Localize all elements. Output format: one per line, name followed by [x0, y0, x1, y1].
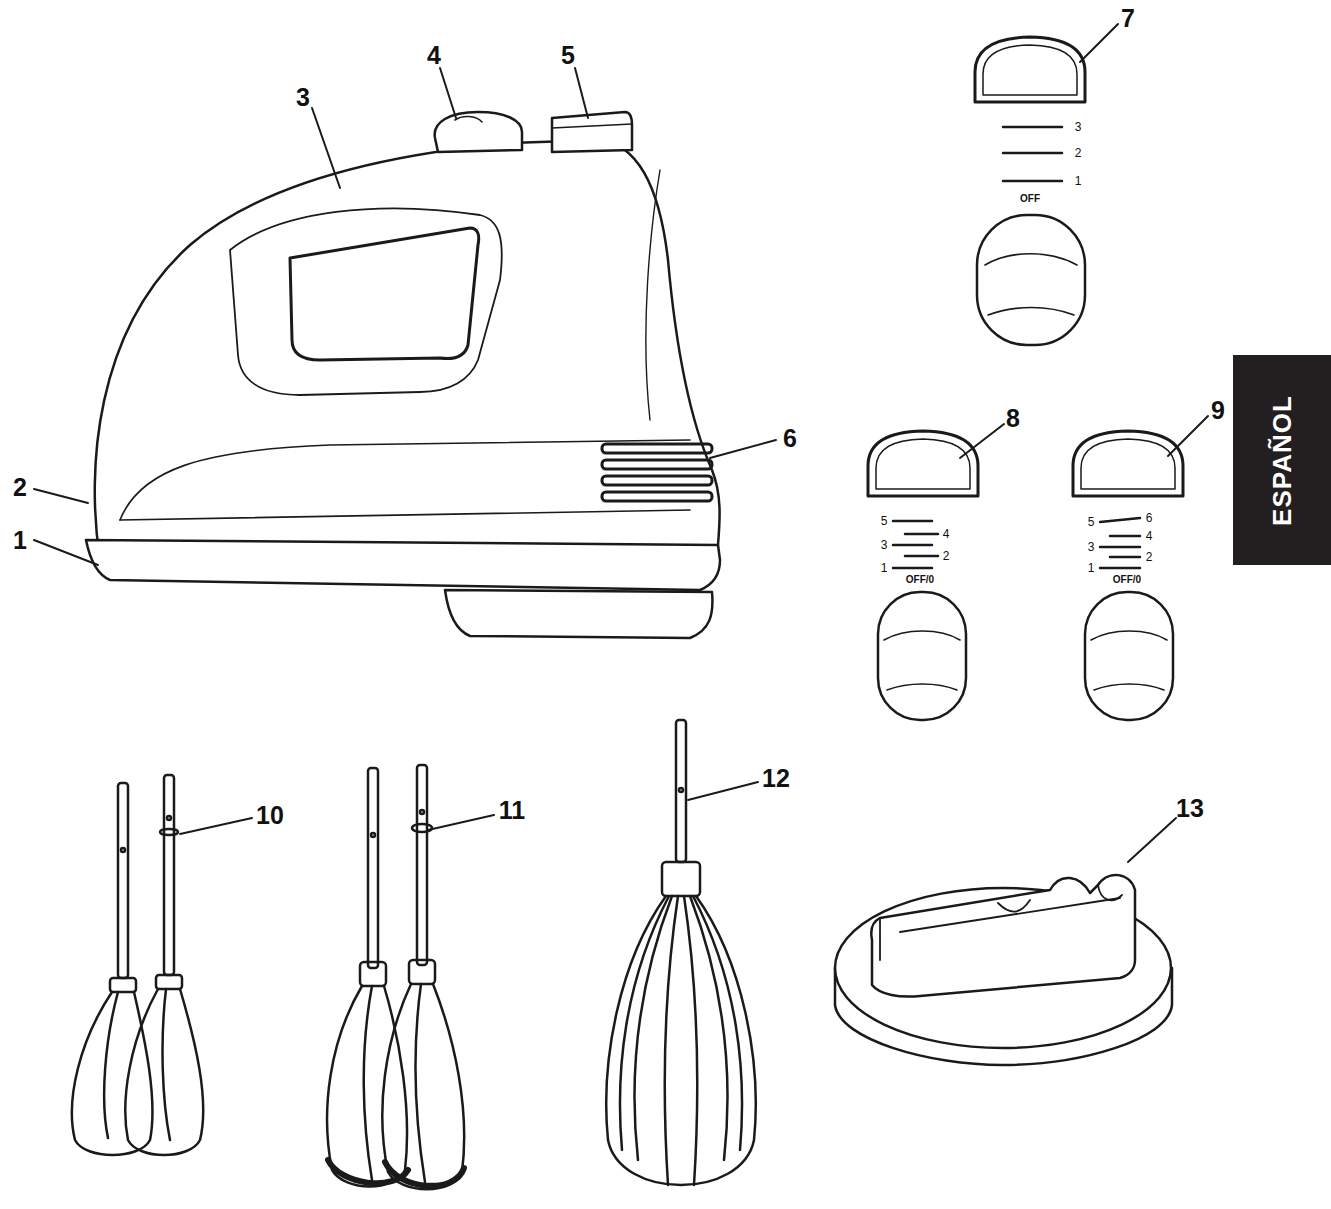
- switch-marking: OFF/0: [906, 575, 934, 585]
- callout-number: 8: [1006, 406, 1020, 431]
- switch-marking: 3: [1075, 121, 1082, 133]
- callout-number: 4: [427, 43, 441, 68]
- switch-marking: 4: [943, 528, 950, 540]
- switch-marking: 6: [1146, 512, 1153, 524]
- switch-marking: 2: [943, 550, 950, 562]
- switch-marking: 5: [1088, 516, 1095, 528]
- callout-number: 3: [296, 85, 310, 110]
- callout-number: 11: [499, 798, 525, 823]
- switch-marking: 3: [1088, 541, 1095, 553]
- callout-number: 13: [1176, 796, 1204, 821]
- callout-number: 1: [13, 528, 27, 553]
- callout-number: 9: [1211, 398, 1225, 423]
- callout-number: 5: [561, 43, 575, 68]
- switch-marking: 2: [1146, 551, 1153, 563]
- language-tab: ESPAÑOL: [1233, 355, 1331, 565]
- switch-marking: OFF/0: [1113, 575, 1141, 585]
- callout-number: 10: [256, 803, 284, 828]
- callout-number: 12: [762, 766, 790, 791]
- turbo-beaters: [327, 765, 464, 1189]
- switch-marking: 1: [1075, 175, 1082, 187]
- switch-diagram: [975, 37, 1085, 345]
- switch-marking: 5: [881, 515, 888, 527]
- whisk: [606, 720, 755, 1185]
- switch-marking: 4: [1146, 530, 1153, 542]
- tab-label: ESPAÑOL: [1267, 395, 1298, 526]
- callout-number: 2: [13, 475, 27, 500]
- switch-marking: OFF: [1020, 194, 1040, 204]
- switch-diagram: [868, 431, 978, 720]
- beater-stand: [835, 875, 1172, 1065]
- callout-number: 7: [1121, 6, 1135, 31]
- leader-lines: [34, 24, 1208, 862]
- switch-marking: 1: [881, 562, 888, 574]
- switch-marking: 1: [1088, 562, 1095, 574]
- switch-marking: 3: [881, 539, 888, 551]
- beaters: [72, 775, 203, 1155]
- switch-diagram: [1073, 431, 1183, 720]
- mixer-body: [86, 112, 720, 638]
- callout-number: 6: [783, 426, 797, 451]
- switch-marking: 2: [1075, 147, 1082, 159]
